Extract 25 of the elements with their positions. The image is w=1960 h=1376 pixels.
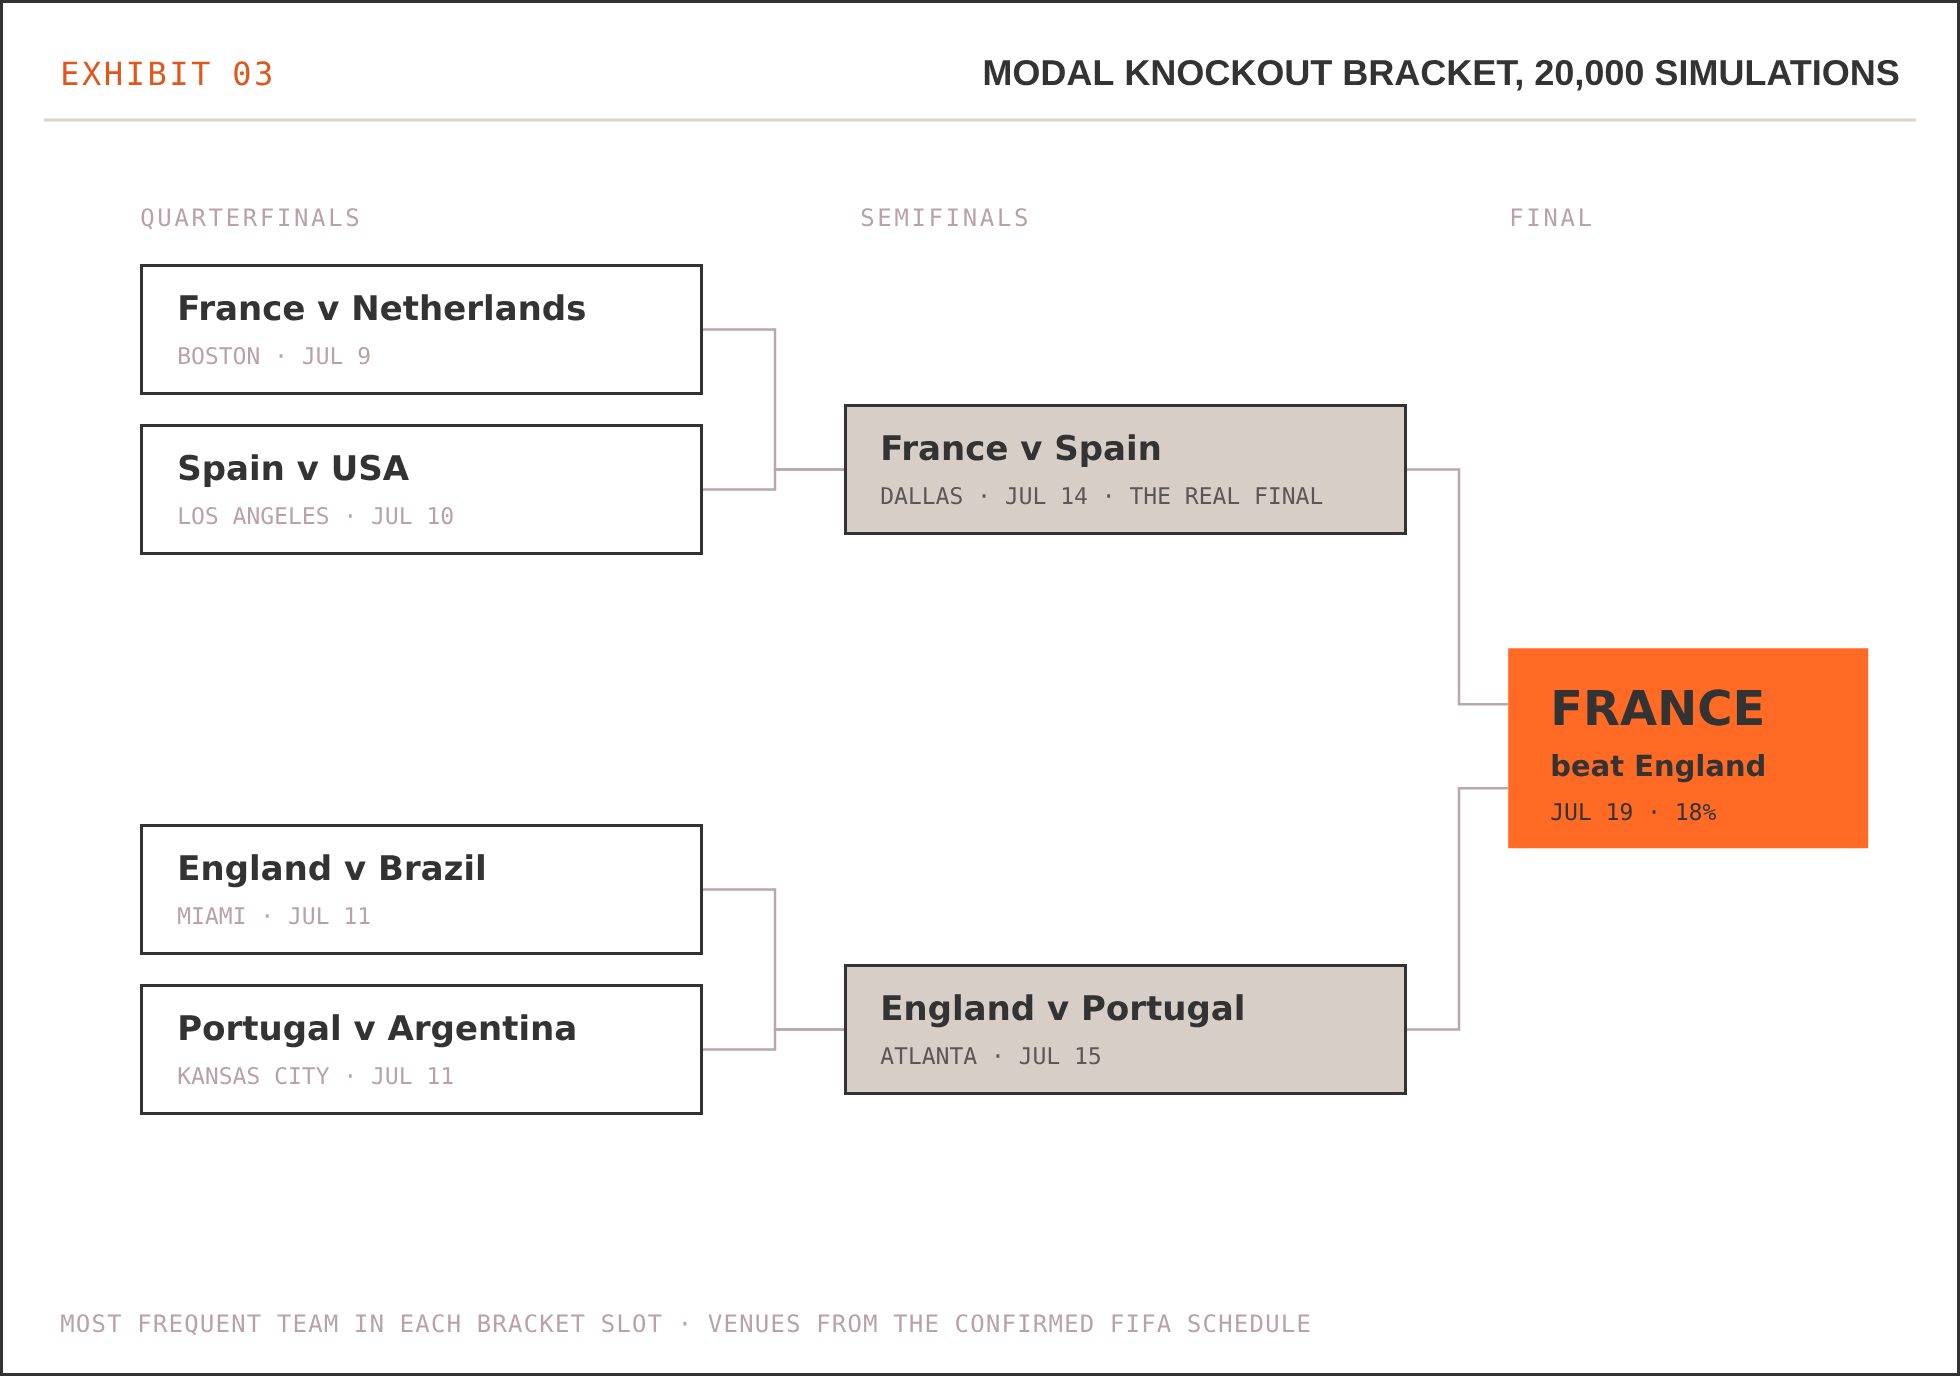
- venue-date: LOS ANGELES · JUL 10: [179, 506, 453, 525]
- exhibit-number: EXHIBIT 03: [63, 61, 271, 86]
- match-title: Portugal v Argentina: [180, 1014, 575, 1048]
- title: MODAL KNOCKOUT BRACKET, 20,000 SIMULATIONS: [984, 59, 1899, 91]
- venue-date: BOSTON · JUL 9: [179, 346, 370, 365]
- match-title: France v Spain: [883, 434, 1160, 468]
- venue-date: KANSAS CITY · JUL 11: [178, 1066, 453, 1085]
- column-heading: FINAL: [1511, 208, 1591, 226]
- footnote: MOST FREQUENT TEAM IN EACH BRACKET SLOT · VENUES FROM THE CONFIRMED FIFA SCHEDULE: [61, 1314, 1310, 1336]
- venue-date: MIAMI · JUL 11: [178, 907, 370, 925]
- match-title: England v Portugal: [883, 994, 1243, 1028]
- bracket-line: [703, 1028, 844, 1051]
- match-title: France v Netherlands: [180, 294, 585, 321]
- column-heading: QUARTERFINALS: [141, 208, 359, 230]
- venue-date: DALLAS · JUL 14 · THE REAL FINAL: [881, 486, 1323, 505]
- winner-name: FRANCE: [1554, 689, 1762, 726]
- bracket-line: [1407, 468, 1508, 706]
- bracket-line: [703, 468, 844, 491]
- venue-date: ATLANTA · JUL 15: [880, 1047, 1100, 1065]
- date-share: JUL 19 · 18%: [1551, 802, 1716, 821]
- bracket-line: [1407, 786, 1508, 1031]
- column-heading: SEMIFINALS: [861, 208, 1027, 227]
- match-title: England v Brazil: [180, 854, 484, 888]
- result-text: beat England: [1552, 753, 1764, 783]
- match-title: Spain v USA: [179, 454, 409, 488]
